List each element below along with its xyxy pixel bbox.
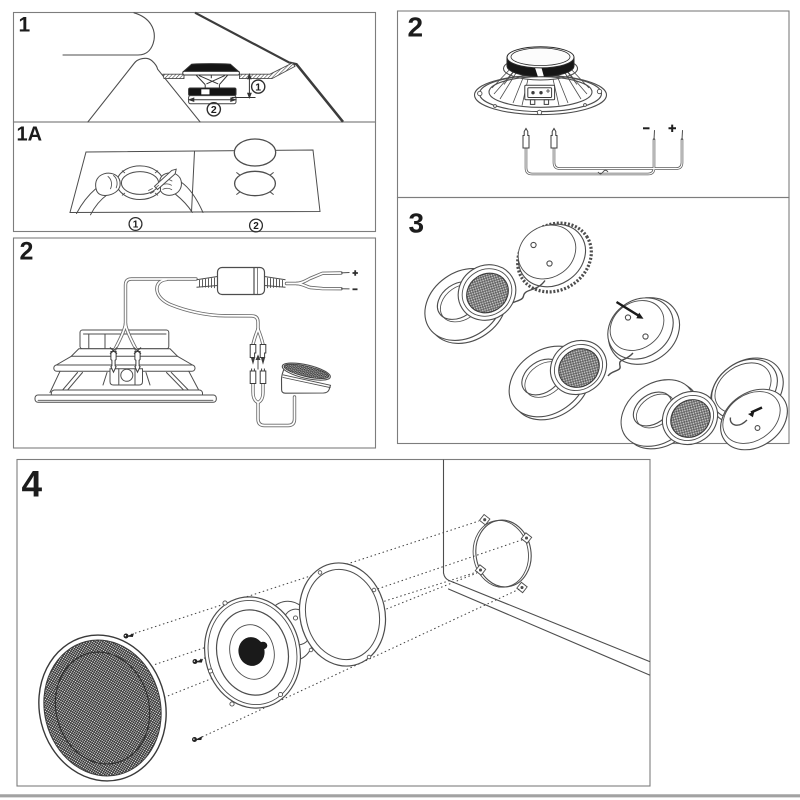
svg-text:3: 3 <box>409 208 425 239</box>
svg-text:1: 1 <box>19 14 31 37</box>
svg-text:2: 2 <box>211 104 217 116</box>
svg-text:2: 2 <box>253 221 259 232</box>
svg-text:4: 4 <box>22 464 43 505</box>
svg-text:2: 2 <box>408 12 424 43</box>
svg-text:2: 2 <box>20 238 34 266</box>
svg-text:1: 1 <box>133 220 139 231</box>
svg-text:1A: 1A <box>17 124 43 146</box>
svg-text:1: 1 <box>255 81 261 93</box>
